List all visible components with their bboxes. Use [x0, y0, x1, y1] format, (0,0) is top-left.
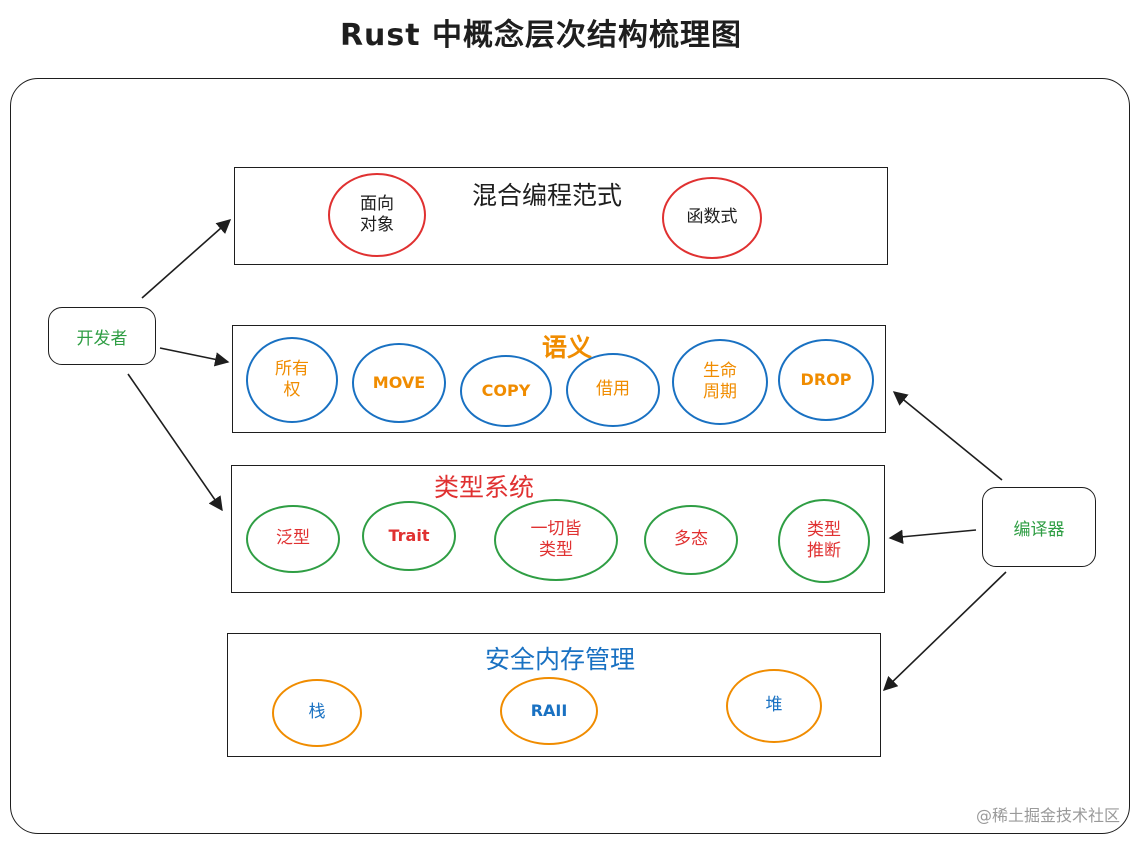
node-object-oriented: 面向 对象	[328, 173, 426, 257]
diagram-title: Rust 中概念层次结构梳理图	[339, 18, 743, 53]
node-everything-is-type: 一切皆 类型	[494, 499, 618, 581]
node-ownership: 所有 权	[246, 337, 338, 423]
layer-paradigm: 混合编程范式	[234, 167, 888, 265]
watermark: @稀土掘金技术社区	[975, 806, 1120, 825]
node-borrow: 借用	[566, 353, 660, 427]
layer-type-system-title: 类型系统	[433, 473, 535, 502]
layer-memory: 安全内存管理	[227, 633, 881, 757]
node-raii: RAII	[500, 677, 598, 745]
layer-type-system: 类型系统	[231, 465, 885, 593]
outer-frame	[10, 78, 1130, 834]
node-functional: 函数式	[662, 177, 762, 259]
node-polymorphism: 多态	[644, 505, 738, 575]
node-trait: Trait	[362, 501, 456, 571]
actor-developer: 开发者	[48, 307, 156, 365]
layer-semantics: 语义	[232, 325, 886, 433]
node-copy: COPY	[460, 355, 552, 427]
node-stack: 栈	[272, 679, 362, 747]
node-move: MOVE	[352, 343, 446, 423]
node-drop: DROP	[778, 339, 874, 421]
node-generics: 泛型	[246, 505, 340, 573]
node-heap: 堆	[726, 669, 822, 743]
node-type-inference: 类型 推断	[778, 499, 870, 583]
layer-semantics-title: 语义	[541, 333, 593, 362]
layer-memory-title: 安全内存管理	[484, 645, 636, 674]
layer-paradigm-title: 混合编程范式	[471, 181, 623, 210]
actor-compiler: 编译器	[982, 487, 1096, 567]
node-lifetime: 生命 周期	[672, 339, 768, 425]
